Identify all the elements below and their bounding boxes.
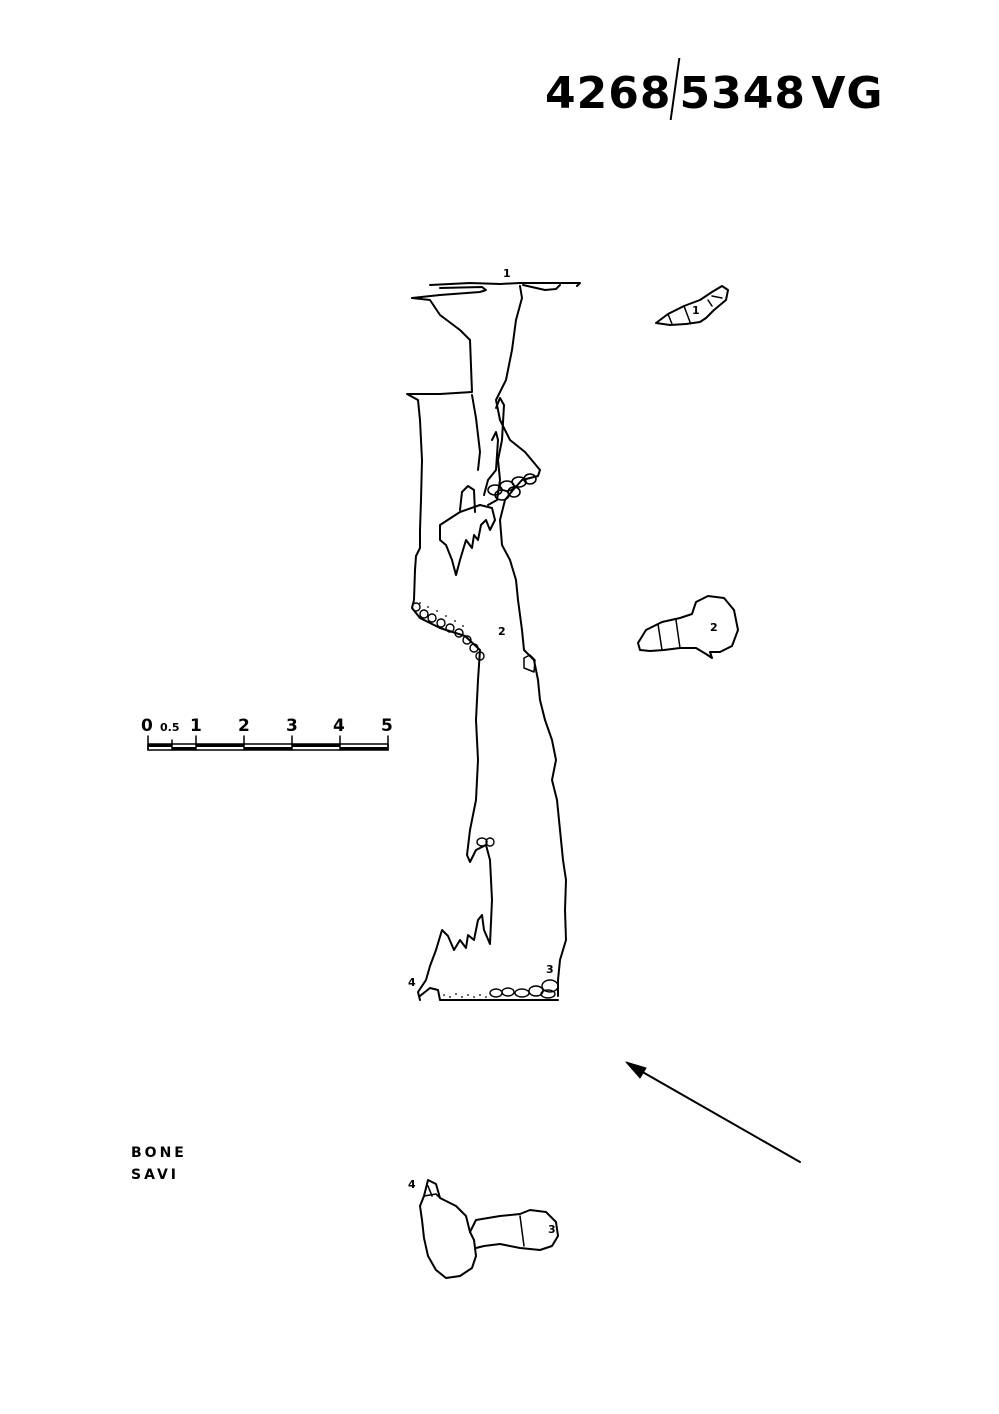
scale-seg-2-3	[244, 747, 292, 750]
scale-label-5: 5	[381, 716, 393, 736]
code-suffix: VG	[811, 68, 884, 119]
scale-label-2: 2	[238, 716, 250, 736]
arrow-head	[625, 1061, 647, 1079]
plan-section-4-outline	[419, 1179, 477, 1279]
plan-section-2	[637, 595, 739, 659]
scale-label-4: 4	[333, 716, 345, 736]
credit-line-1: BONE	[131, 1145, 187, 1161]
plan-section-3-divisions	[519, 1215, 525, 1247]
plan-label-3: 3	[548, 1223, 556, 1236]
surface-rock-right	[522, 284, 561, 291]
scale-bar	[147, 735, 389, 751]
plan-section-1-divisions	[667, 295, 723, 325]
section-left-wall	[406, 297, 493, 1001]
surface-rock-left	[411, 286, 487, 299]
plan-section-2-outline	[637, 595, 739, 659]
floor-boulders	[489, 979, 559, 999]
section-stalactite	[471, 394, 481, 471]
code-right: 5348	[679, 68, 806, 119]
section-right-wall	[495, 285, 567, 997]
plan-section-2-divisions	[657, 619, 681, 651]
plan-label-2: 2	[710, 621, 718, 634]
scale-label-1: 1	[190, 716, 202, 736]
plan-section-4-entrance	[419, 1185, 441, 1207]
arrow-shaft	[631, 1065, 801, 1163]
section-label-4: 4	[408, 976, 416, 989]
scale-ticks	[147, 735, 389, 751]
plan-section-1	[655, 285, 729, 326]
scale-label-0.5: 0.5	[160, 721, 180, 734]
credit-line-2: SAVI	[131, 1167, 180, 1183]
surveyor-credits: BONE SAVI	[131, 1142, 187, 1186]
scale-seg-4-5	[340, 747, 388, 750]
section-stalagmite-left	[459, 485, 476, 513]
plan-label-4: 4	[408, 1178, 416, 1191]
boulder-choke-upper	[487, 473, 537, 501]
section-floor	[419, 987, 559, 1001]
plan-section-1-outline	[655, 285, 729, 326]
section-inner-column	[483, 431, 499, 496]
section-ledge	[439, 504, 496, 576]
scale-label-0: 0	[141, 716, 153, 736]
section-label-1: 1	[503, 267, 511, 280]
scree-dots-middle	[419, 602, 464, 627]
scale-seg-3-4	[292, 744, 340, 747]
scale-seg-1-2	[196, 744, 244, 747]
scale-label-3: 3	[286, 716, 298, 736]
scale-seg-0-0.5	[148, 744, 172, 747]
surface-line	[429, 282, 581, 287]
section-inner-pillar	[487, 397, 505, 506]
floor-sediment	[443, 993, 487, 998]
plan-label-1: 1	[692, 304, 700, 317]
code-left: 4268	[545, 68, 672, 119]
section-label-3: 3	[546, 963, 554, 976]
boulder-lower	[476, 837, 495, 847]
section-small-formation	[523, 654, 536, 673]
boulder-choke-middle	[411, 602, 485, 661]
plan-section-3-4	[419, 1179, 559, 1279]
direction-arrow	[625, 1061, 801, 1163]
plan-section-3-outline	[469, 1209, 559, 1251]
section-label-2: 2	[498, 625, 506, 638]
scale-seg-0.5-1	[172, 747, 196, 750]
cave-section-profile	[406, 282, 581, 1001]
